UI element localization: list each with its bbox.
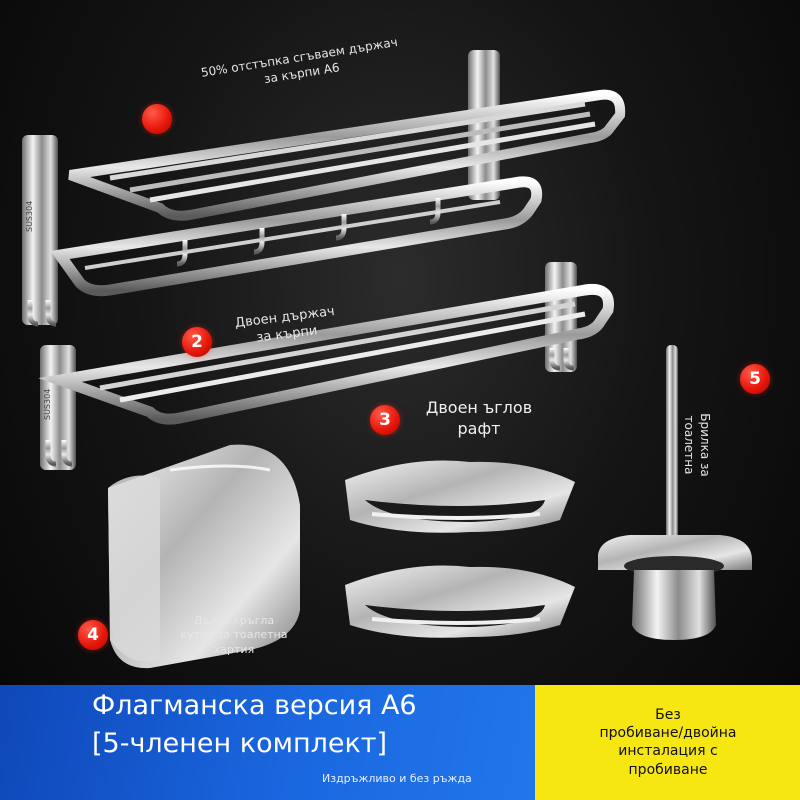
label-text: Брилка за тоалетна xyxy=(682,413,712,477)
tp-box-highlight xyxy=(169,464,271,472)
rack1-bar xyxy=(109,101,586,181)
label-toilet-brush: Брилка за тоалетна xyxy=(681,410,712,480)
badge-3: 3 xyxy=(370,405,400,435)
banner-subtitle: [5-членен комплект] xyxy=(92,728,388,759)
brush-handle xyxy=(666,345,678,570)
tp-box-side xyxy=(108,475,160,662)
brush-cup xyxy=(632,570,716,640)
rack1-hook-bar xyxy=(84,200,501,270)
badge-4: 4 xyxy=(78,620,108,650)
label-corner-shelf: Двоен ъглов рафт xyxy=(414,398,544,440)
rack1-bar xyxy=(149,121,596,203)
rack1-engraving: SUS304 xyxy=(25,201,34,232)
banner-note: Издръжливо и без ръжда xyxy=(322,772,472,785)
installation-note: Без пробиване/двойна инсталация с пробив… xyxy=(548,706,788,779)
shelf-top-basket xyxy=(345,460,575,533)
rack2-hooks xyxy=(45,348,575,467)
folding-towel-rack: SUS304 xyxy=(22,50,626,327)
shelf-top-rail xyxy=(371,512,541,520)
shelf-bottom-basket xyxy=(345,565,575,638)
double-towel-rack: SUS304 xyxy=(38,262,614,470)
rack1-wall-plate-left xyxy=(22,135,58,325)
rack1-lower-frame xyxy=(50,176,543,297)
label-toilet-paper-box: Дълга кръгла кутия за тоалетна хартия xyxy=(164,614,304,657)
badge-5: 5 xyxy=(740,364,770,394)
rack2-frame xyxy=(38,283,614,425)
label-text: Двоен ъглов рафт xyxy=(425,398,533,438)
rack1-wall-plate-right xyxy=(468,50,500,200)
corner-shelf-top xyxy=(345,460,575,533)
badge-1 xyxy=(142,104,172,134)
installation-text: Без пробиване/двойна инсталация с пробив… xyxy=(599,707,737,778)
rack2-bar xyxy=(99,301,576,391)
rack1-top-frame xyxy=(68,89,626,221)
label-text: Дълга кръгла кутия за тоалетна хартия xyxy=(180,614,288,656)
toilet-brush-holder xyxy=(598,345,752,640)
toilet-paper-box xyxy=(108,444,300,669)
banner-yellow xyxy=(535,685,800,800)
banner-title: Флагманска версия A6 xyxy=(92,690,417,721)
corner-shelf-bottom xyxy=(345,565,575,638)
shelf-bottom-rail xyxy=(371,617,541,625)
banner-blue xyxy=(0,685,535,800)
rack1-hooks xyxy=(27,198,441,327)
rack2-engraving: SUS304 xyxy=(43,389,52,420)
badge-2: 2 xyxy=(182,327,212,357)
rack1-bar xyxy=(129,111,591,193)
rack2-bar xyxy=(119,311,586,403)
